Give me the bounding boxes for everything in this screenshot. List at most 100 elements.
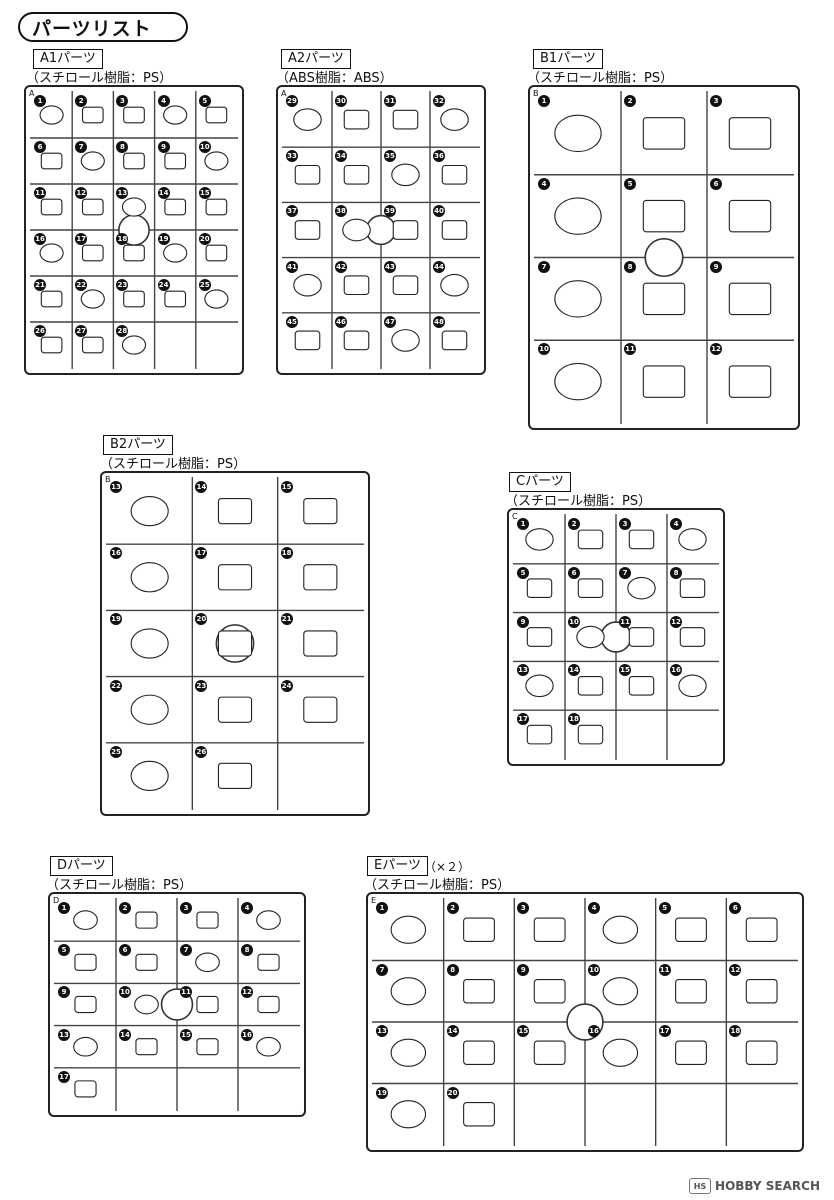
section-label-a2: A2パーツ <box>281 49 351 69</box>
part-number-badge: 3 <box>116 95 129 107</box>
part-number-badge: 9 <box>517 615 529 628</box>
part-outline <box>642 199 686 233</box>
part-outline <box>130 495 169 527</box>
part-outline <box>163 105 188 125</box>
part-number-badge: 15 <box>619 664 631 677</box>
runner-drawing <box>106 477 364 810</box>
part-outline <box>74 1080 97 1098</box>
part-outline <box>294 164 321 185</box>
part-number-badge: 4 <box>538 177 550 190</box>
part-outline <box>130 694 169 725</box>
part-outline <box>196 911 219 929</box>
part-number-badge: 16 <box>670 664 682 677</box>
part-number-badge: 22 <box>75 279 88 291</box>
section-label-b1: B1パーツ <box>533 49 603 69</box>
part-number-badge: 6 <box>34 141 46 153</box>
part-number-badge: 5 <box>624 177 636 190</box>
part-number-badge: 18 <box>116 233 129 245</box>
part-number-badge: 5 <box>658 902 671 914</box>
part-number-badge: 30 <box>335 95 347 107</box>
part-outline <box>576 625 605 649</box>
part-outline <box>342 218 371 242</box>
part-outline <box>526 627 553 647</box>
part-outline <box>392 275 419 296</box>
part-outline <box>463 917 495 942</box>
part-outline <box>525 528 554 551</box>
part-outline <box>533 917 566 942</box>
part-outline <box>80 289 105 309</box>
part-outline <box>642 365 686 398</box>
part-outline <box>217 630 253 657</box>
part-outline <box>675 1040 707 1065</box>
part-number-badge: 2 <box>568 518 580 530</box>
runner-drawing <box>54 898 300 1111</box>
runner-drawing <box>513 514 719 760</box>
part-outline <box>728 365 772 398</box>
part-outline <box>391 163 420 187</box>
part-number-badge: 21 <box>280 613 293 626</box>
part-outline <box>441 220 468 240</box>
part-number-badge: 39 <box>384 205 396 218</box>
part-number-badge: 12 <box>241 986 253 999</box>
part-number-badge: 9 <box>58 986 70 999</box>
part-number-badge: 29 <box>286 95 298 107</box>
part-number-badge: 12 <box>710 343 722 356</box>
material-a2: （ABS樹脂：ABS） <box>276 71 393 86</box>
part-outline <box>602 977 639 1006</box>
part-number-badge: 4 <box>157 95 170 107</box>
part-number-badge: 40 <box>433 205 445 218</box>
part-number-badge: 24 <box>157 279 170 291</box>
part-number-badge: 37 <box>286 205 298 218</box>
part-number-badge: 20 <box>198 233 211 245</box>
part-outline <box>74 995 97 1014</box>
part-outline <box>679 627 706 647</box>
part-outline <box>577 529 604 550</box>
part-number-badge: 7 <box>376 963 388 976</box>
part-number-badge: 43 <box>384 260 396 273</box>
part-outline <box>135 1038 158 1056</box>
part-number-badge: 7 <box>538 260 550 273</box>
part-outline <box>205 244 228 262</box>
part-number-badge: 15 <box>517 1025 530 1037</box>
part-outline <box>554 197 602 235</box>
material-b2: （スチロール樹脂：PS） <box>100 457 247 472</box>
part-number-badge: 18 <box>729 1025 742 1037</box>
part-outline <box>577 675 604 696</box>
part-number-badge: 10 <box>568 615 580 628</box>
part-number-badge: 6 <box>119 944 131 957</box>
part-number-badge: 8 <box>116 141 129 153</box>
section-label-b2: B2パーツ <box>103 435 173 455</box>
part-outline <box>678 528 707 551</box>
material-a1: （スチロール樹脂：PS） <box>26 71 173 86</box>
part-number-badge: 18 <box>280 547 293 560</box>
part-outline <box>525 674 554 698</box>
part-outline <box>217 696 253 723</box>
part-outline <box>196 1038 219 1056</box>
part-outline <box>679 578 706 599</box>
part-number-badge: 16 <box>34 233 46 245</box>
part-number-badge: 2 <box>624 95 636 107</box>
part-number-badge: 13 <box>116 187 129 199</box>
part-outline <box>392 109 419 130</box>
watermark: HS HOBBY SEARCH <box>689 1178 820 1194</box>
part-outline <box>554 362 602 401</box>
part-outline <box>554 280 602 318</box>
part-number-badge: 12 <box>75 187 88 199</box>
part-number-badge: 46 <box>335 315 347 328</box>
part-number-badge: 3 <box>517 902 530 914</box>
part-number-badge: 12 <box>729 963 742 976</box>
runner-drawing <box>534 91 794 424</box>
part-outline <box>577 724 604 745</box>
part-outline <box>675 979 707 1004</box>
part-number-badge: 36 <box>433 150 445 163</box>
part-outline <box>257 995 280 1014</box>
part-number-badge: 26 <box>34 325 46 337</box>
part-outline <box>293 108 322 131</box>
part-outline <box>392 220 419 240</box>
part-number-badge: 11 <box>619 615 631 628</box>
part-outline <box>80 151 105 171</box>
runner-code: A <box>29 89 35 98</box>
part-number-badge: 41 <box>286 260 298 273</box>
part-number-badge: 3 <box>619 518 631 530</box>
